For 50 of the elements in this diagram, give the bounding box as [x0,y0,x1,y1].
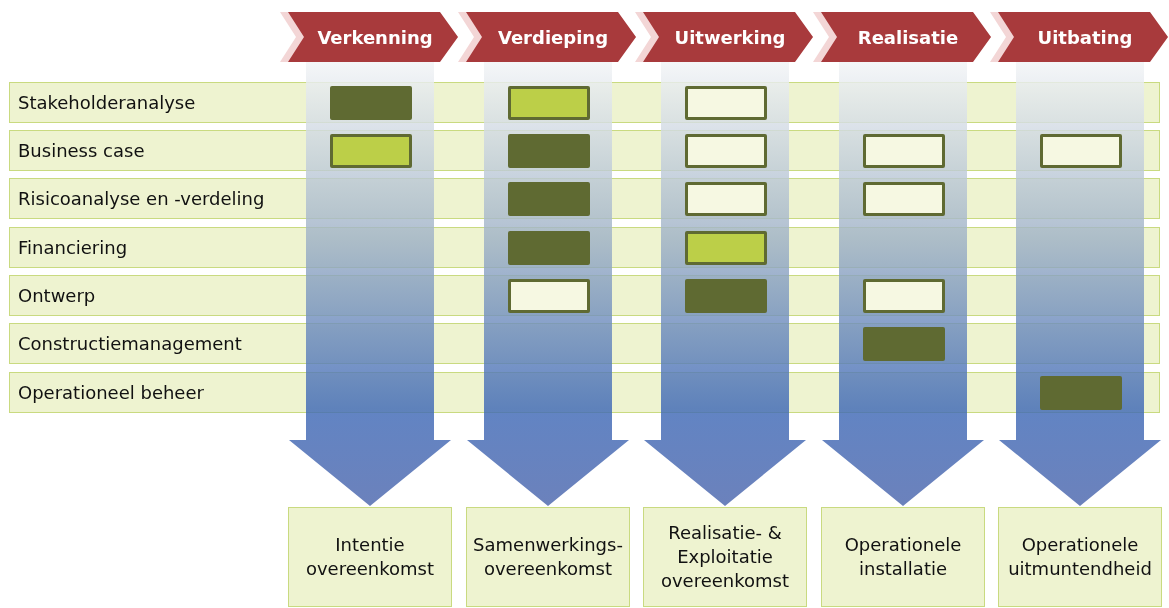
status-block [863,279,945,313]
outcome-box [466,507,630,607]
label-text: Uitbating [1036,25,1133,50]
status-block [508,86,590,120]
phase-arrow [644,62,806,506]
label-text: Verkenning [316,25,433,50]
outcome-box [821,507,985,607]
status-block [1040,376,1122,410]
status-block [330,86,412,120]
label-text: Business case [18,139,145,163]
label-text: Intentie overeenkomst [304,533,436,581]
label-text: Operationeel beheer [18,381,204,405]
phase-banner [280,12,458,62]
status-block [508,134,590,168]
phase-arrow [999,62,1161,506]
status-block [685,86,767,120]
label-text: Constructiemanagement [18,332,242,356]
label-text: Operationele installatie [843,533,963,581]
status-block [1040,134,1122,168]
phase-arrow [289,62,451,506]
phase-arrow [822,62,984,506]
status-block [685,182,767,216]
label-text: Financiering [18,236,128,260]
phase-banner [458,12,636,62]
outcome-box [643,507,807,607]
outcome-box [288,507,452,607]
label-text: Ontwerp [18,284,96,308]
status-block [330,134,412,168]
status-block [685,231,767,265]
status-block [508,231,590,265]
label-text: Risicoanalyse en -verdeling [18,187,265,211]
status-block [508,279,590,313]
label-text: Realisatie [856,25,959,50]
status-block [863,182,945,216]
label-text: Realisatie- & Exploitatie overeenkomst [659,521,791,593]
status-block [508,182,590,216]
outcome-box [998,507,1162,607]
status-block [685,134,767,168]
phase-arrow [467,62,629,506]
status-block [863,134,945,168]
phase-banner [635,12,813,62]
label-text: Operationele uitmuntendheid [1007,533,1153,581]
label-text: Verdieping [496,25,609,50]
label-text: Samenwerkings- overeenkomst [472,533,624,581]
status-block [863,327,945,361]
phase-banner [990,12,1168,62]
phase-banner [813,12,991,62]
status-block [685,279,767,313]
label-text: Stakeholderanalyse [18,91,196,115]
label-text: Uitwerking [673,25,786,50]
